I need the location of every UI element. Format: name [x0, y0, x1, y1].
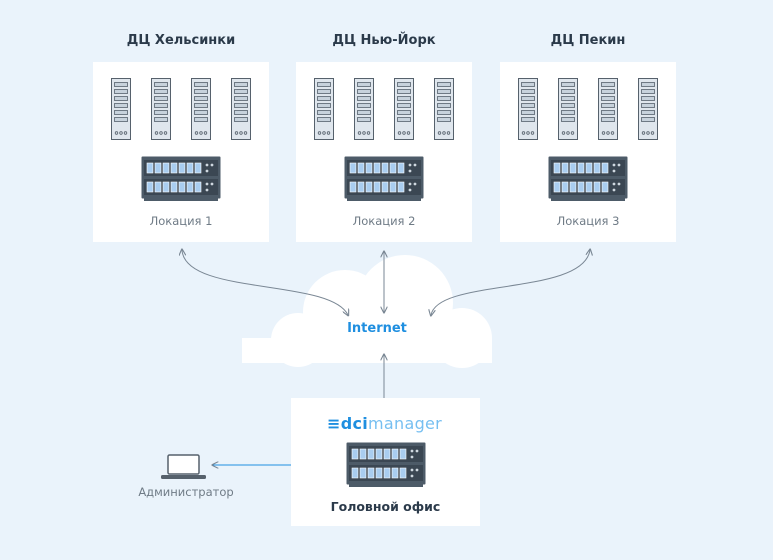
- logo-mark: ≡: [327, 414, 341, 433]
- server-group: [314, 78, 454, 140]
- logo-manager: manager: [368, 414, 443, 433]
- office-label: Головной офис: [330, 499, 441, 514]
- tower-server-icon: [191, 78, 211, 140]
- rack-server-icon: [346, 442, 426, 492]
- dc-panel-newyork: Локация 2: [296, 62, 472, 242]
- internet-label: Internet: [347, 321, 407, 336]
- dc-title-helsinki: ДЦ Хельсинки: [126, 33, 236, 48]
- rack-server-icon: [548, 156, 628, 206]
- tower-server-icon: [354, 78, 374, 140]
- link-arrow-beijing: [431, 250, 590, 315]
- tower-server-icon: [314, 78, 334, 140]
- tower-server-icon: [598, 78, 618, 140]
- tower-server-icon: [151, 78, 171, 140]
- tower-server-icon: [434, 78, 454, 140]
- dc-title-beijing: ДЦ Пекин: [550, 33, 626, 48]
- dc-panel-helsinki: Локация 1: [93, 62, 269, 242]
- tower-server-icon: [518, 78, 538, 140]
- rack-server-icon: [344, 156, 424, 206]
- tower-server-icon: [638, 78, 658, 140]
- logo-dci: dci: [340, 414, 369, 433]
- location-label: Локация 1: [149, 214, 213, 228]
- dcimanager-logo: ≡dcimanager: [327, 414, 442, 433]
- admin-label: Администратор: [138, 485, 234, 499]
- server-group: [518, 78, 658, 140]
- tower-server-icon: [394, 78, 414, 140]
- rack-server-icon: [141, 156, 221, 206]
- internet-cloud: [242, 255, 492, 368]
- location-label: Локация 3: [556, 214, 620, 228]
- tower-server-icon: [231, 78, 251, 140]
- office-panel: [291, 398, 480, 526]
- tower-server-icon: [558, 78, 578, 140]
- location-label: Локация 2: [352, 214, 416, 228]
- server-group: [111, 78, 251, 140]
- link-arrow-helsinki: [182, 250, 348, 315]
- dc-title-newyork: ДЦ Нью-Йорк: [332, 33, 436, 48]
- tower-server-icon: [111, 78, 131, 140]
- dc-panel-beijing: Локация 3: [500, 62, 676, 242]
